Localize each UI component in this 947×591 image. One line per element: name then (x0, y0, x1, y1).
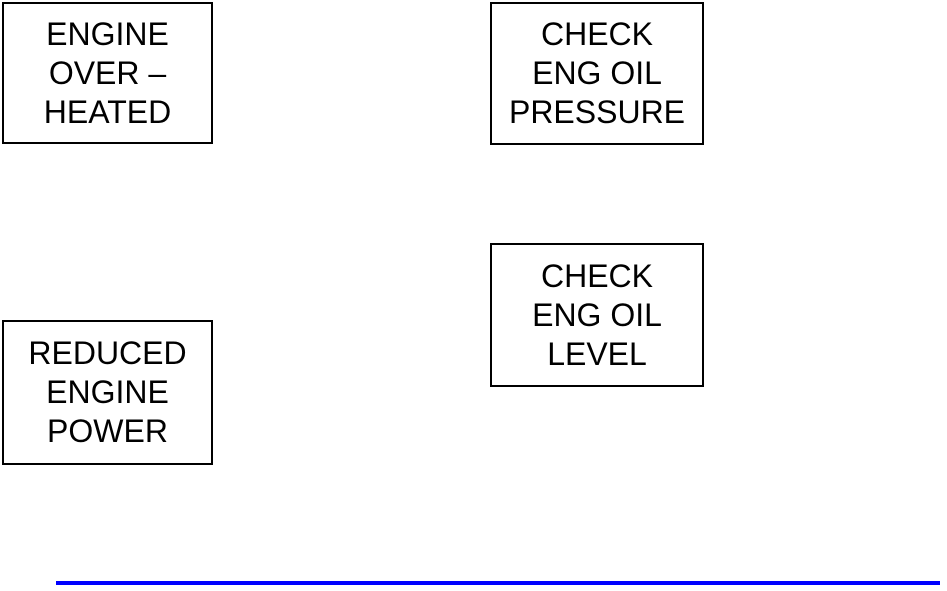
message-line: CHECK (540, 257, 653, 294)
message-line: PRESSURE (508, 94, 686, 130)
message-line: POWER (47, 413, 168, 449)
message-line: CHECK (540, 16, 653, 52)
message-line: ENGINE (46, 15, 169, 52)
message-line: ENG OIL (532, 296, 662, 333)
reduced-engine-power-box: REDUCED ENGINE POWER (2, 320, 213, 465)
check-eng-oil-level-box: CHECK ENG OIL LEVEL (490, 243, 704, 387)
message-line: LEVEL (547, 335, 647, 372)
footer-divider-rule (56, 581, 940, 585)
check-eng-oil-pressure-box: CHECK ENG OIL PRESSURE (490, 2, 704, 145)
message-line: HEATED (43, 93, 172, 130)
engine-over-heated-box: ENGINE OVER – HEATED (2, 2, 213, 144)
message-line: REDUCED (28, 335, 187, 371)
message-line: ENG OIL (532, 55, 662, 91)
message-line: OVER – (48, 54, 167, 91)
message-line: ENGINE (46, 374, 169, 410)
